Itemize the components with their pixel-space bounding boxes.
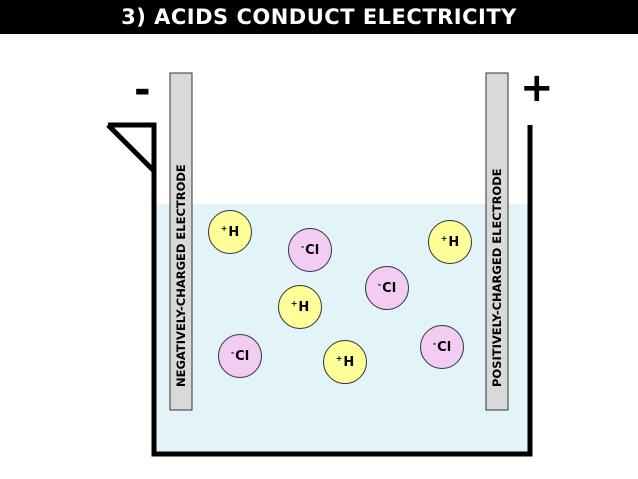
positive-sign: + — [520, 65, 554, 111]
hydrogen-ion: +H — [428, 220, 472, 264]
title-bar — [0, 0, 638, 34]
beaker-spout — [106, 123, 157, 174]
chloride-ion: -Cl — [365, 266, 409, 310]
chloride-ion: -Cl — [288, 228, 332, 272]
hydrogen-ion: +H — [323, 340, 367, 384]
negative-sign: - — [134, 67, 151, 113]
positive-electrode-label: POSITIVELY-CHARGED ELECTRODE — [490, 168, 504, 387]
page-title: 3) ACIDS CONDUCT ELECTRICITY — [121, 5, 517, 29]
chloride-ion: -Cl — [420, 325, 464, 369]
negative-electrode — [169, 72, 193, 411]
negative-electrode-label: NEGATIVELY-CHARGED ELECTRODE — [174, 164, 188, 387]
hydrogen-ion: +H — [208, 210, 252, 254]
hydrogen-ion: +H — [278, 285, 322, 329]
positive-electrode — [485, 72, 509, 411]
beaker-outline — [108, 122, 533, 457]
chloride-ion: -Cl — [218, 334, 262, 378]
